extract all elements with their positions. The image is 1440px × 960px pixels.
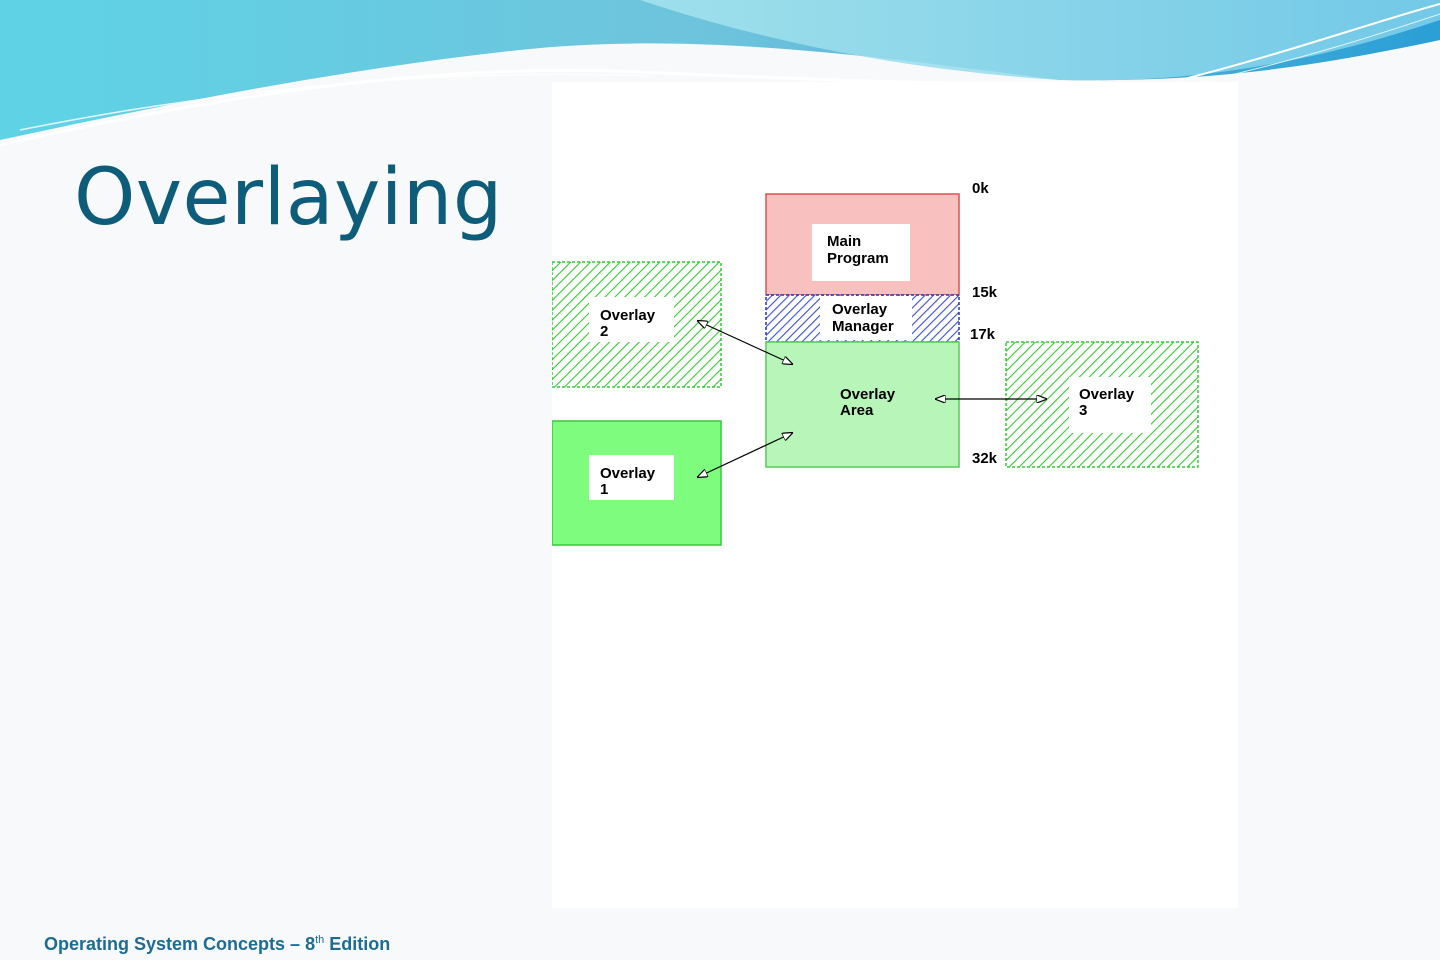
overlay-1-label-line1: Overlay (600, 465, 656, 482)
overlay-3-label-line1: Overlay (1079, 386, 1135, 403)
header-wave-decoration (0, 0, 1440, 147)
main-program-label-line1: Main (827, 233, 861, 250)
overlay-area-label-line1: Overlay (840, 386, 896, 403)
main-program-label-line2: Program (827, 250, 889, 267)
overlay-manager-label-line2: Manager (832, 318, 894, 335)
memory-block-main-program: Main Program (765, 193, 960, 296)
overlay-1-box: Overlay 1 (552, 420, 722, 546)
footer-suffix: Edition (324, 934, 391, 954)
overlay-diagram: Main Program Overlay Manager Overlay Are… (552, 82, 1238, 908)
address-label-15k: 15k (972, 284, 998, 301)
arrow-overlay2-to-area (698, 321, 792, 364)
memory-block-overlay-manager: Overlay Manager (765, 294, 960, 343)
address-label-17k: 17k (970, 326, 996, 343)
overlay-3-label-line2: 3 (1079, 402, 1087, 419)
footer-citation: Operating System Concepts – 8th Edition (44, 934, 390, 955)
overlay-manager-label-line1: Overlay (832, 301, 888, 318)
overlay-3-box: Overlay 3 (1005, 341, 1199, 468)
address-label-0k: 0k (972, 180, 989, 197)
page-title: Overlaying (74, 153, 503, 243)
overlay-1-label-line2: 1 (600, 481, 608, 498)
footer-superscript: th (315, 934, 325, 946)
memory-block-overlay-area: Overlay Area (765, 341, 960, 468)
overlay-area-label-line2: Area (840, 402, 874, 419)
overlay-2-box: Overlay 2 (552, 261, 722, 388)
arrow-overlay1-to-area (698, 433, 792, 477)
address-label-32k: 32k (972, 450, 998, 467)
overlay-2-label-line2: 2 (600, 323, 608, 340)
overlay-2-label-line1: Overlay (600, 307, 656, 324)
footer-prefix: Operating System Concepts – 8 (44, 934, 316, 954)
